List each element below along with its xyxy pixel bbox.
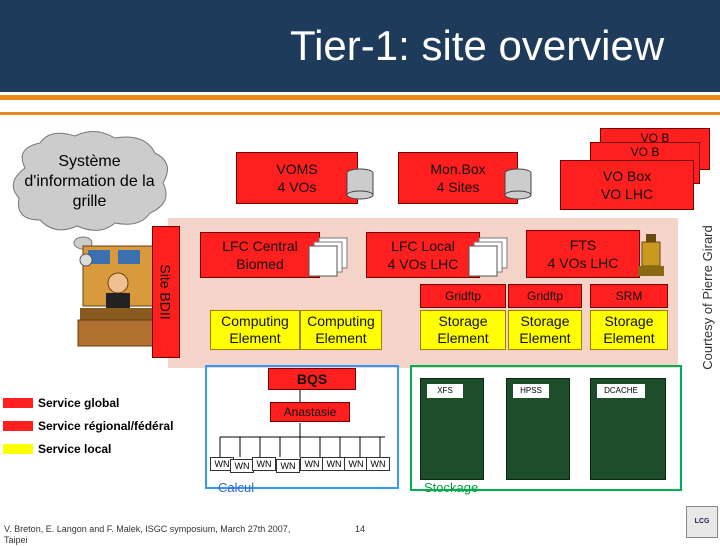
xfs-label: XFS	[427, 384, 463, 398]
stockage-label: Stockage	[424, 480, 479, 495]
operator-illustration	[77, 245, 159, 347]
worker-node: WN	[276, 459, 300, 473]
valve-icon	[638, 234, 664, 276]
lfc-central-box: LFC Central Biomed	[200, 232, 320, 278]
database-icon	[504, 168, 532, 200]
footer-citation: V. Breton, E. Langon and F. Malek, ISGC …	[4, 524, 291, 545]
worker-node: WN	[322, 457, 346, 471]
legend-local: Service local	[38, 442, 112, 456]
legend-regional: Service régional/fédéral	[38, 419, 174, 433]
computing-element-2: Computing Element	[300, 310, 382, 350]
worker-node: WN	[252, 457, 276, 471]
slide-title: Tier-1: site overview	[290, 22, 665, 69]
page-number: 14	[355, 524, 366, 534]
xfs-rack: XFS	[420, 378, 484, 480]
lfc-local-box: LFC Local 4 VOs LHC	[366, 232, 480, 278]
dcache-rack: DCACHE	[590, 378, 666, 480]
gridftp-label-1: Gridftp	[420, 284, 506, 308]
legend-swatch-regional	[3, 421, 33, 431]
hpss-rack: HPSS	[506, 378, 570, 480]
calcul-area	[205, 365, 399, 489]
bqs-box: BQS	[268, 368, 356, 390]
documents-icon	[308, 237, 348, 277]
accent-rule	[0, 112, 720, 115]
worker-node: WN	[230, 459, 254, 473]
worker-node: WN	[366, 457, 390, 471]
storage-element-1: Storage Element	[420, 310, 506, 350]
vobox-main: VO Box VO LHC	[560, 160, 694, 210]
storage-element-3: Storage Element	[590, 310, 668, 350]
courtesy-container: Courtesy of Pierre Girard	[697, 112, 717, 482]
storage-element-2: Storage Element	[508, 310, 582, 350]
site-bdii-box: Site BDII	[152, 226, 180, 358]
monbox-box: Mon.Box 4 Sites	[398, 152, 518, 204]
cloud-text: Système d'information de la grille	[24, 153, 155, 210]
fts-box: FTS 4 VOs LHC	[526, 230, 640, 278]
srm-label: SRM	[590, 284, 668, 308]
anastasie-box: Anastasie	[270, 402, 350, 422]
worker-node: WN	[344, 457, 368, 471]
database-icon	[346, 168, 374, 200]
calcul-label: Calcul	[218, 480, 255, 495]
lcg-logo: LCG	[686, 506, 718, 538]
worker-node: WN	[300, 457, 324, 471]
site-bdii-label: Site BDII	[158, 264, 174, 320]
header-bar	[0, 0, 720, 92]
stockage-area	[410, 365, 682, 491]
accent-line	[0, 95, 720, 100]
dcache-label: DCACHE	[597, 384, 645, 398]
courtesy-text: Courtesy of Pierre Girard	[699, 224, 715, 370]
legend-swatch-global	[3, 398, 33, 408]
gridftp-label-2: Gridftp	[508, 284, 582, 308]
legend-swatch-local	[3, 444, 33, 454]
legend-global: Service global	[38, 396, 120, 410]
calcul-connections	[219, 387, 385, 457]
voms-box: VOMS 4 VOs	[236, 152, 358, 204]
hpss-label: HPSS	[513, 384, 549, 398]
documents-icon	[468, 237, 508, 277]
computing-element-1: Computing Element	[210, 310, 300, 350]
